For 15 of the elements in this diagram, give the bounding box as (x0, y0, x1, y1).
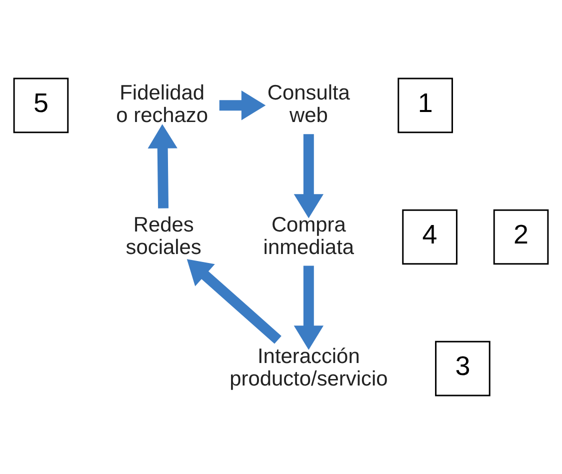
node-box: 1 (398, 78, 453, 134)
arrow (294, 266, 324, 350)
arrow (294, 134, 324, 218)
node-box: 4 (402, 209, 458, 265)
node-text: Fidelidad o rechazo (116, 82, 208, 128)
arrow (148, 124, 178, 208)
node-box: 3 (435, 340, 490, 396)
node-text: Redes sociales (126, 213, 202, 259)
node-box: 2 (493, 209, 549, 265)
arrow (186, 259, 282, 344)
node-box: 5 (13, 78, 69, 134)
arrow (219, 90, 266, 120)
node-text: Consulta web (267, 82, 350, 128)
node-text: Interacción producto/servicio (230, 344, 388, 390)
node-text: Compra inmediata (263, 213, 354, 259)
